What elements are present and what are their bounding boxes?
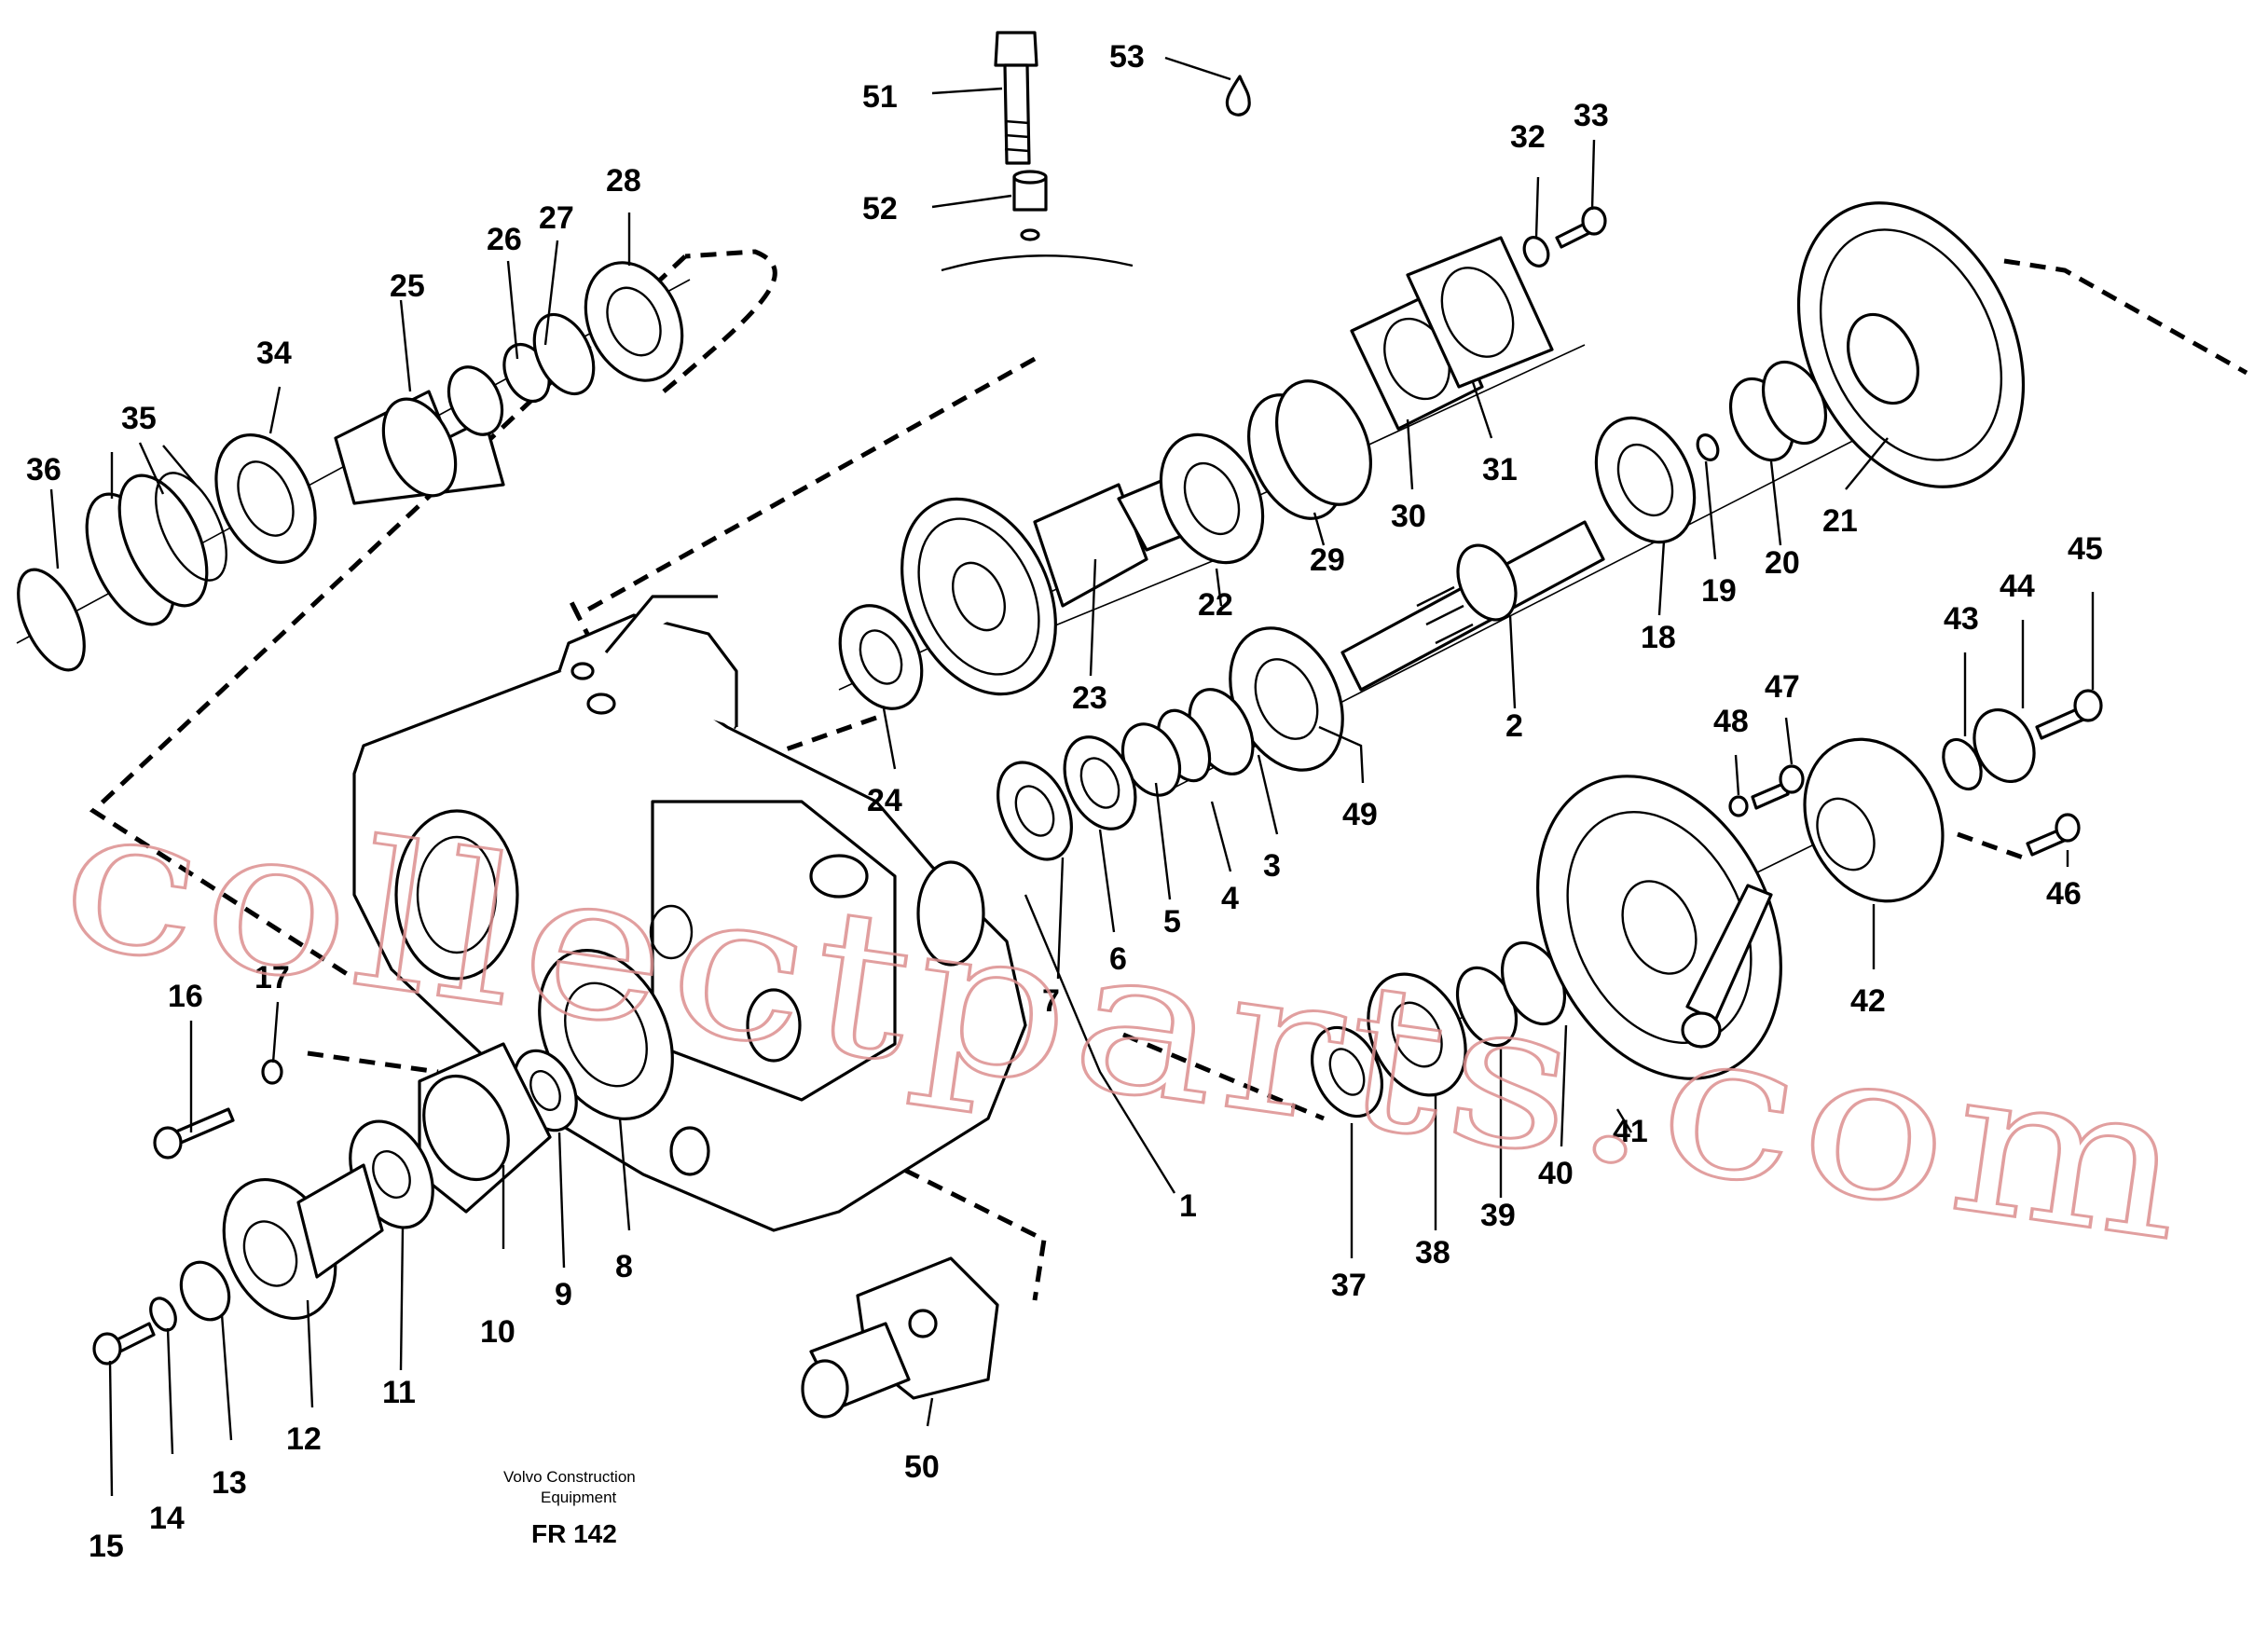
callout-51: 51 <box>862 79 898 115</box>
callout-27: 27 <box>539 200 574 236</box>
input-shaft-group <box>17 261 684 672</box>
callout-21: 21 <box>1822 503 1858 539</box>
countershaft-group <box>838 206 1607 710</box>
output-shaft-group <box>997 201 2026 861</box>
valve-50 <box>801 1256 999 1419</box>
bearing-38 <box>1367 972 1467 1097</box>
washer-17 <box>261 1059 283 1085</box>
top-bolt-group <box>941 31 1251 272</box>
callout-1: 1 <box>1179 1188 1197 1224</box>
callout-46: 46 <box>2046 876 2082 912</box>
callout-31: 31 <box>1482 452 1518 487</box>
bearing-22 <box>1159 432 1265 565</box>
callout-43: 43 <box>1944 601 1979 637</box>
callout-10: 10 <box>480 1314 515 1350</box>
manufacturer-line-2: Equipment <box>541 1489 617 1506</box>
callout-9: 9 <box>555 1277 572 1312</box>
manufacturer-line-1: Volvo Construction <box>503 1468 636 1486</box>
callout-3: 3 <box>1263 848 1281 884</box>
washer-48 <box>1728 795 1749 817</box>
callout-25: 25 <box>390 268 425 304</box>
callout-49: 49 <box>1342 797 1378 832</box>
callout-40: 40 <box>1538 1156 1574 1191</box>
bearing-28 <box>584 261 684 382</box>
bearing-18 <box>1594 416 1697 544</box>
callout-42: 42 <box>1850 983 1886 1019</box>
flange-42 <box>1803 737 1945 903</box>
callout-22: 22 <box>1198 587 1233 623</box>
callout-35: 35 <box>121 401 157 436</box>
leader-lines <box>49 56 2095 1497</box>
callout-11: 11 <box>382 1375 416 1410</box>
callout-7: 7 <box>1042 983 1060 1019</box>
callout-numbers: 1 2 3 4 5 6 7 8 9 10 11 12 13 14 15 16 1… <box>26 39 2103 1564</box>
callout-19: 19 <box>1701 573 1737 609</box>
callout-12: 12 <box>286 1421 322 1457</box>
callout-37: 37 <box>1331 1268 1367 1303</box>
flange-group <box>92 949 674 1365</box>
callout-24: 24 <box>867 783 902 818</box>
callout-28: 28 <box>606 163 641 199</box>
callout-36: 36 <box>26 452 62 487</box>
callout-15: 15 <box>89 1529 124 1564</box>
bearing-34 <box>214 433 317 564</box>
callout-45: 45 <box>2068 531 2103 567</box>
callout-32: 32 <box>1510 119 1546 155</box>
seal-ring-35b <box>117 473 209 608</box>
callout-53: 53 <box>1109 39 1145 75</box>
bolt-head-51 <box>994 31 1038 67</box>
figure-id: FR 142 <box>531 1519 617 1548</box>
callout-30: 30 <box>1391 499 1426 534</box>
callout-41: 41 <box>1613 1114 1648 1149</box>
callout-16: 16 <box>168 979 203 1014</box>
ring-19 <box>1696 433 1720 461</box>
callout-18: 18 <box>1641 620 1676 655</box>
callout-44: 44 <box>2000 569 2035 604</box>
callout-8: 8 <box>615 1249 633 1284</box>
callout-39: 39 <box>1480 1198 1516 1233</box>
brake-group <box>1311 689 2103 1118</box>
callout-5: 5 <box>1163 904 1181 940</box>
callout-6: 6 <box>1109 941 1127 977</box>
callout-47: 47 <box>1765 669 1800 705</box>
callout-2: 2 <box>1505 708 1523 744</box>
callout-4: 4 <box>1221 881 1239 916</box>
figure-caption: Volvo Construction Equipment FR 142 <box>503 1468 636 1548</box>
cover-31 <box>1406 236 1554 389</box>
bushing-44 <box>1972 707 2036 784</box>
callout-50: 50 <box>904 1449 940 1485</box>
bearing-6 <box>1063 735 1137 830</box>
gear-23 <box>900 497 1057 696</box>
circlip-36 <box>17 568 86 672</box>
washer-32 <box>1522 236 1550 268</box>
callout-48: 48 <box>1713 704 1749 739</box>
callout-38: 38 <box>1415 1235 1450 1270</box>
seal-37 <box>1311 1025 1383 1118</box>
callout-34: 34 <box>256 336 292 371</box>
callout-26: 26 <box>487 222 522 257</box>
seal-29b <box>1275 379 1372 506</box>
callout-14: 14 <box>149 1501 185 1536</box>
callout-29: 29 <box>1310 542 1345 578</box>
callout-13: 13 <box>212 1465 247 1501</box>
bearing-24 <box>838 604 924 710</box>
callout-20: 20 <box>1765 545 1800 581</box>
screw-47 <box>1751 781 1790 810</box>
callout-52: 52 <box>862 191 898 226</box>
callout-17: 17 <box>254 960 290 995</box>
bushing-13 <box>179 1260 231 1322</box>
oil-drop-53 <box>1225 75 1251 117</box>
callout-23: 23 <box>1072 680 1107 716</box>
callout-33: 33 <box>1574 98 1609 133</box>
seal-7 <box>997 761 1073 861</box>
washer-14 <box>149 1297 177 1332</box>
